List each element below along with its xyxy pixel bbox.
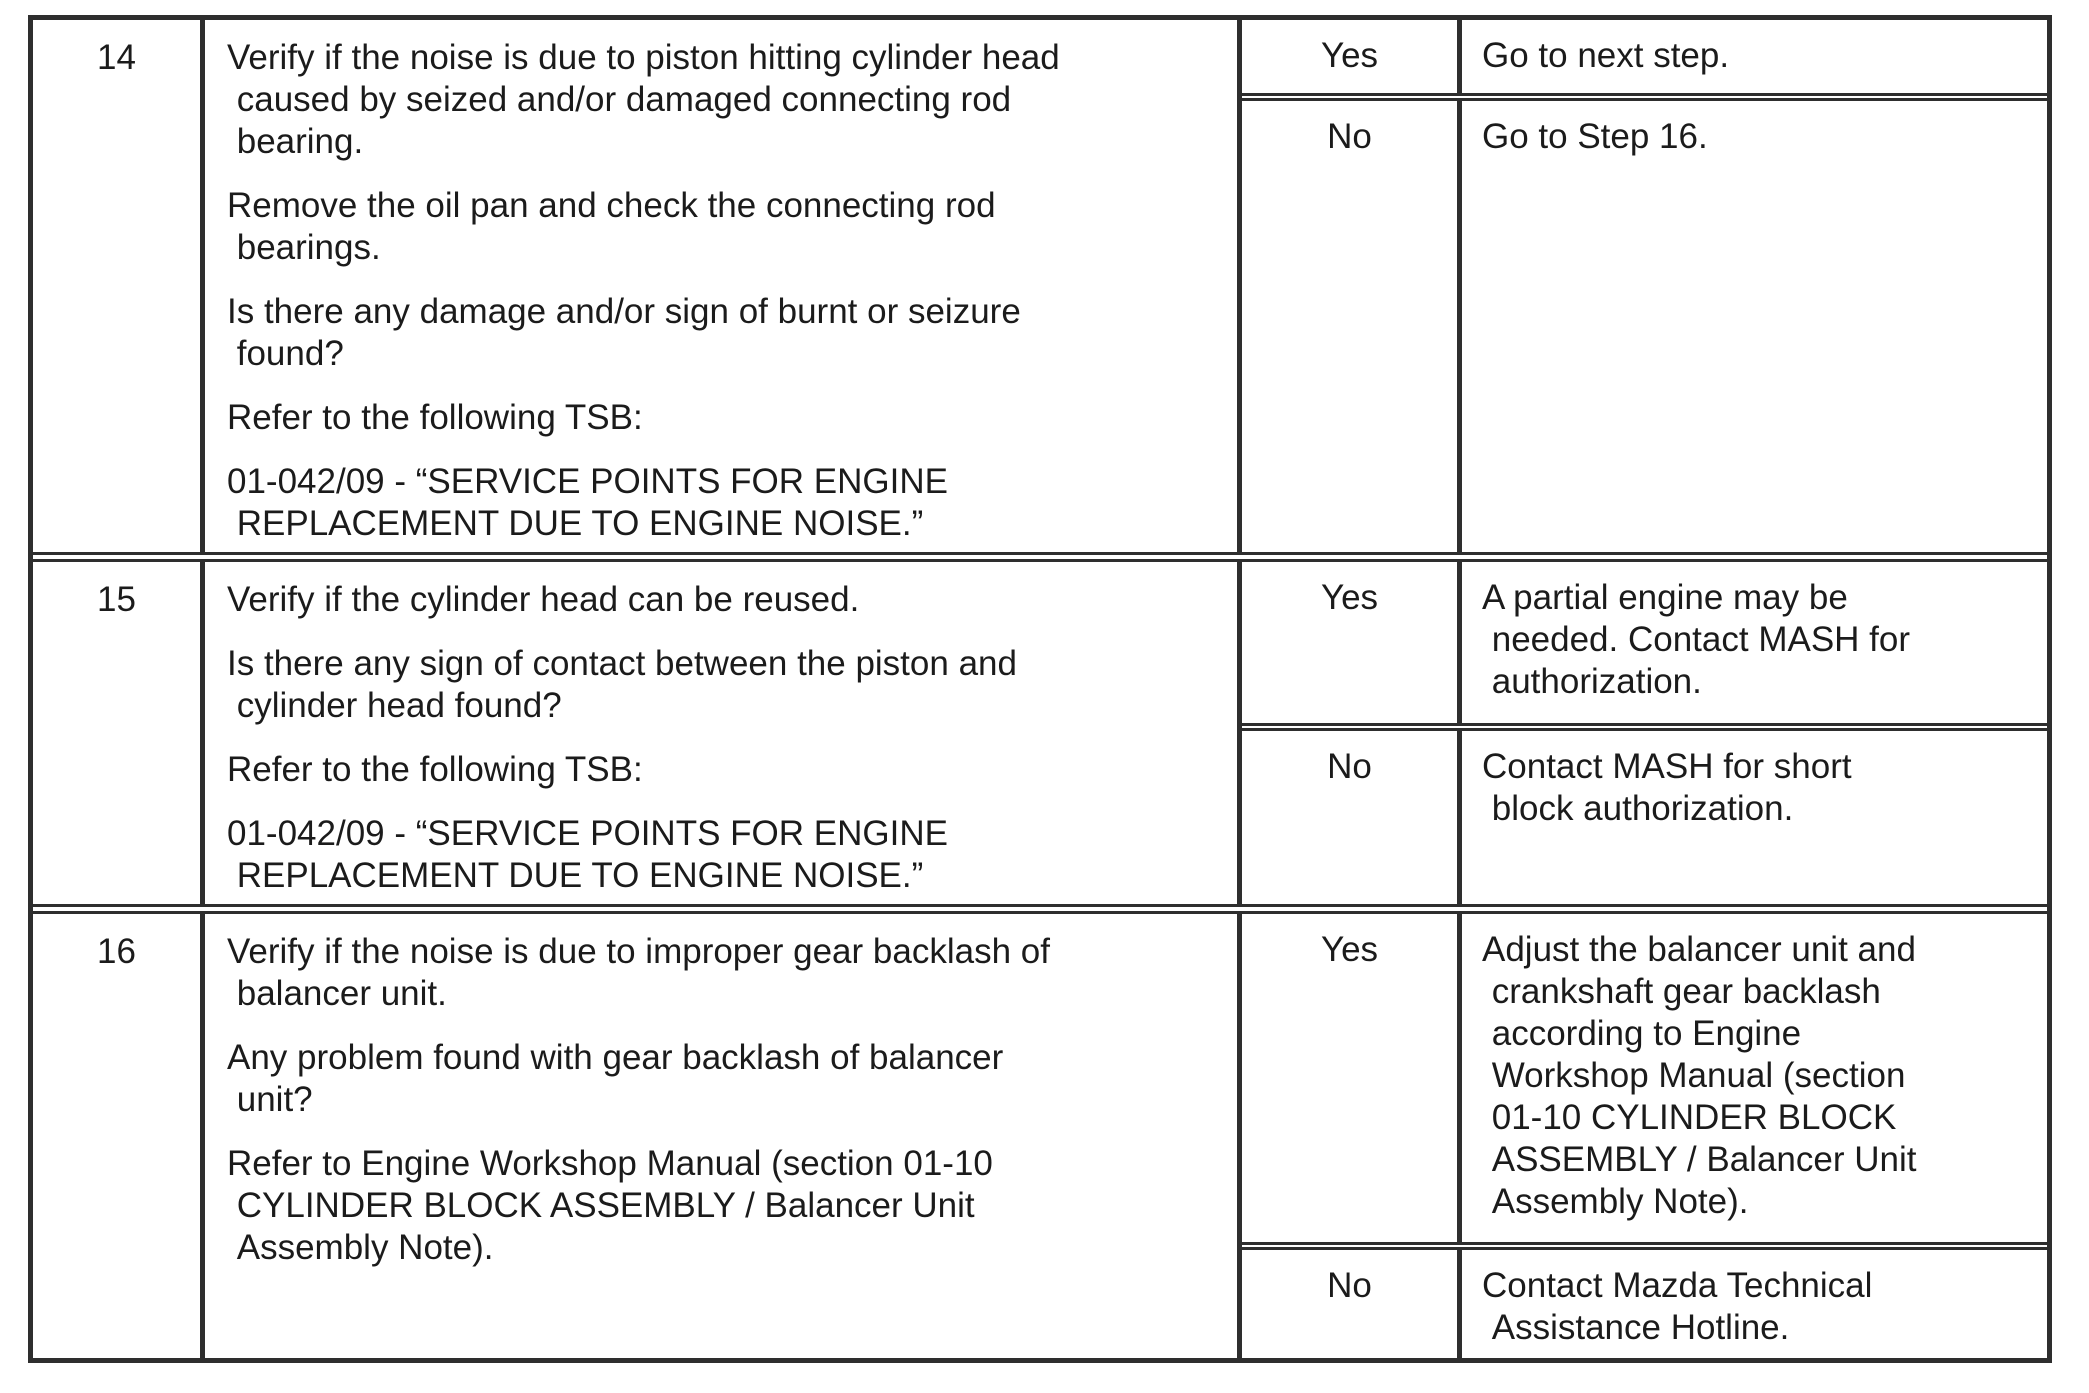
result-text: Go to next step. <box>1482 36 1730 75</box>
answer-label: Yes <box>1320 36 1379 75</box>
action-paragraph: Any problem found with gear backlash of … <box>227 1038 1004 1119</box>
action-paragraph: 01-042/09 - “SERVICE POINTS FOR ENGINE R… <box>227 462 948 543</box>
result-text: Go to Step 16. <box>1482 117 1708 156</box>
result-cell: Go to Step 16. <box>1462 101 2047 552</box>
branches: Yes Adjust the balancer unit and cranksh… <box>1242 914 2047 1358</box>
result-cell: A partial engine may be needed. Contact … <box>1462 562 2047 723</box>
answer-cell: Yes <box>1242 914 1462 1242</box>
result-text: Contact Mazda Technical Assistance Hotli… <box>1482 1266 1873 1347</box>
action-cell: Verify if the noise is due to piston hit… <box>205 20 1242 552</box>
step-number: 16 <box>97 932 136 971</box>
branch-row-no: No Contact MASH for short block authoriz… <box>1242 723 2047 904</box>
action-paragraph: 01-042/09 - “SERVICE POINTS FOR ENGINE R… <box>227 814 948 895</box>
answer-cell: No <box>1242 731 1462 904</box>
result-cell: Contact Mazda Technical Assistance Hotli… <box>1462 1250 2047 1358</box>
action-paragraph: Refer to the following TSB: <box>227 750 643 789</box>
answer-cell: No <box>1242 101 1462 552</box>
branch-row-yes: Yes Adjust the balancer unit and cranksh… <box>1242 914 2047 1242</box>
action-cell: Verify if the noise is due to improper g… <box>205 914 1242 1358</box>
result-text: A partial engine may be needed. Contact … <box>1482 578 1911 701</box>
result-text: Contact MASH for short block authorizati… <box>1482 747 1852 828</box>
answer-cell: Yes <box>1242 562 1462 723</box>
troubleshooting-table: 14 Verify if the noise is due to piston … <box>28 15 2052 1363</box>
action-paragraph: Refer to Engine Workshop Manual (section… <box>227 1144 993 1267</box>
step-number-cell: 16 <box>33 914 205 1358</box>
answer-label: No <box>1327 1266 1372 1305</box>
answer-label: Yes <box>1320 930 1379 969</box>
result-cell: Adjust the balancer unit and crankshaft … <box>1462 914 2047 1242</box>
action-paragraph: Verify if the noise is due to improper g… <box>227 932 1050 1013</box>
branch-row-yes: Yes Go to next step. <box>1242 20 2047 93</box>
action-paragraph: Refer to the following TSB: <box>227 398 643 437</box>
branch-row-no: No Contact Mazda Technical Assistance Ho… <box>1242 1242 2047 1358</box>
action-paragraph: Is there any sign of contact between the… <box>227 644 1017 725</box>
table-row-step-16: 16 Verify if the noise is due to imprope… <box>33 904 2047 1358</box>
action-paragraph: Verify if the noise is due to piston hit… <box>227 38 1060 161</box>
table-row-step-15: 15 Verify if the cylinder head can be re… <box>33 552 2047 904</box>
result-text: Adjust the balancer unit and crankshaft … <box>1482 930 1917 1221</box>
result-cell: Go to next step. <box>1462 20 2047 93</box>
answer-label: Yes <box>1320 578 1379 617</box>
result-cell: Contact MASH for short block authorizati… <box>1462 731 2047 904</box>
answer-label: No <box>1327 747 1372 786</box>
action-paragraph: Is there any damage and/or sign of burnt… <box>227 292 1021 373</box>
step-number-cell: 14 <box>33 20 205 552</box>
answer-cell: Yes <box>1242 20 1462 93</box>
branch-row-yes: Yes A partial engine may be needed. Cont… <box>1242 562 2047 723</box>
action-cell: Verify if the cylinder head can be reuse… <box>205 562 1242 904</box>
answer-label: No <box>1327 117 1372 156</box>
branches: Yes Go to next step. No Go to Step 16. <box>1242 20 2047 552</box>
branch-row-no: No Go to Step 16. <box>1242 93 2047 552</box>
step-number: 15 <box>97 580 136 619</box>
step-number-cell: 15 <box>33 562 205 904</box>
action-paragraph: Verify if the cylinder head can be reuse… <box>227 580 860 619</box>
branches: Yes A partial engine may be needed. Cont… <box>1242 562 2047 904</box>
action-paragraph: Remove the oil pan and check the connect… <box>227 186 996 267</box>
table-row-step-14: 14 Verify if the noise is due to piston … <box>33 20 2047 552</box>
step-number: 14 <box>97 38 136 77</box>
answer-cell: No <box>1242 1250 1462 1358</box>
